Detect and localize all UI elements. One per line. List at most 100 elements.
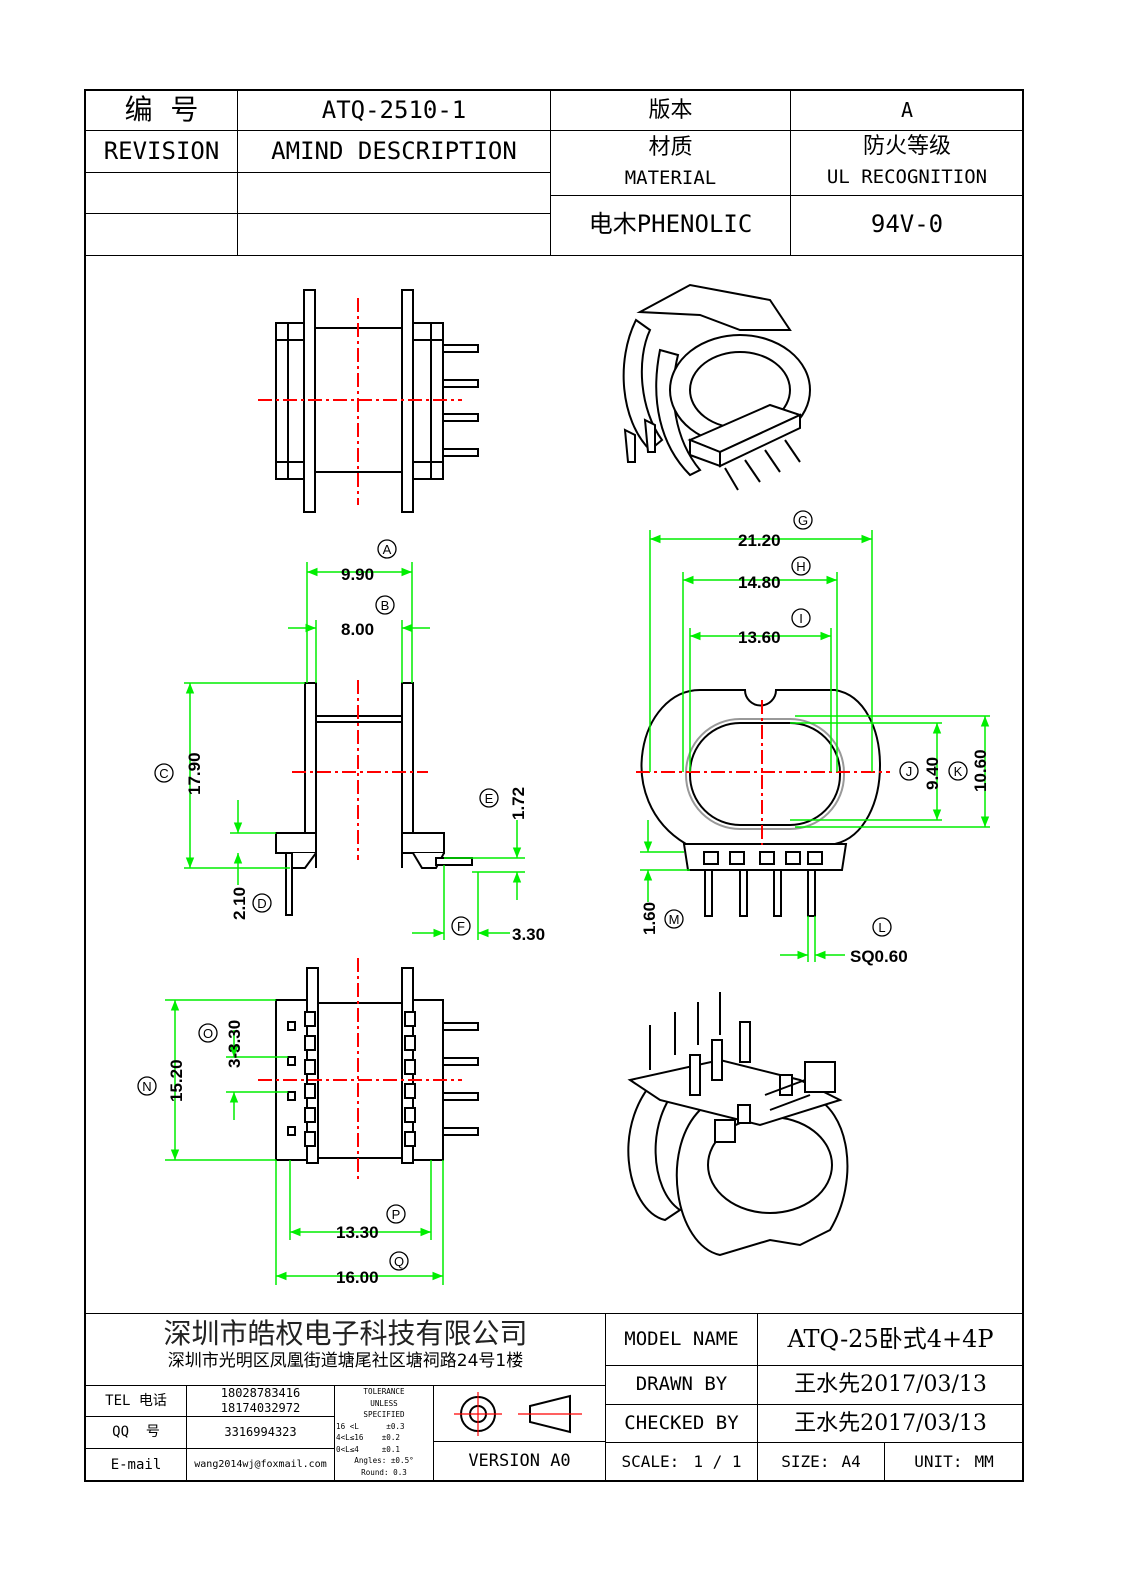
dimension-tags: A B C D E F G H I J K L M N O P Q: [137, 510, 968, 1271]
dim-q-value: 16.00: [336, 1268, 379, 1287]
drawn-by-label: DRAWN BY: [635, 1373, 728, 1396]
dim-c-value: 17.90: [185, 752, 204, 795]
tag-e: E: [479, 788, 499, 808]
version-label-footer: VERSION A0: [468, 1451, 571, 1472]
isometric-view-bottom: [627, 992, 849, 1257]
centerlines-view5: [258, 958, 462, 1180]
tel-number-1: 18028783416: [220, 1385, 301, 1400]
dim-h-value: 14.80: [738, 573, 781, 592]
projection-symbol-icon: [454, 1392, 582, 1436]
centerlines-view3: [292, 680, 428, 860]
part-number-label: 编 号: [124, 93, 199, 127]
svg-text:D: D: [257, 896, 266, 911]
tag-o: O: [198, 1023, 218, 1043]
dim-e-value: 1.72: [509, 787, 528, 820]
svg-text:O: O: [203, 1026, 213, 1041]
dimension-labels: 9.90 8.00 17.90 2.10 1.72 3.30 21.20 14.…: [167, 531, 990, 1287]
dim-p-value: 13.30: [336, 1223, 379, 1242]
model-name-value: ATQ-25卧式4+4P: [787, 1325, 994, 1354]
dim-o-value: 3-3.30: [225, 1020, 244, 1068]
tag-c: C: [154, 763, 174, 783]
fire-rating-label-cn: 防火等级: [862, 134, 951, 160]
svg-text:A: A: [383, 542, 392, 557]
svg-text:P: P: [392, 1207, 401, 1222]
version-value: A: [900, 98, 914, 122]
size-field: SIZE:A4: [781, 1451, 861, 1471]
tag-j: J: [899, 761, 919, 781]
revision-label: REVISION: [103, 136, 220, 165]
dim-n-value: 15.20: [167, 1059, 186, 1102]
tag-i: I: [791, 608, 811, 628]
dim-l-value: SQ0.60: [850, 947, 908, 966]
dim-k-value: 10.60: [971, 749, 990, 792]
tag-a: A: [377, 539, 397, 559]
tag-b: B: [375, 595, 395, 615]
dim-g-value: 21.20: [738, 531, 781, 550]
material-label-en: MATERIAL: [624, 167, 717, 190]
tolerance-block: TOLERANCE UNLESS SPECIFIED 16 <L ±0.3 4<…: [336, 1387, 414, 1477]
centerlines-view4: [636, 700, 890, 845]
svg-text:G: G: [798, 513, 808, 528]
tag-h: H: [791, 556, 811, 576]
pin-group-top: [442, 344, 479, 457]
amind-description-label: AMIND DESCRIPTION: [271, 136, 517, 165]
svg-text:Q: Q: [394, 1254, 404, 1269]
svg-text:M: M: [669, 912, 680, 927]
tag-k: K: [948, 761, 968, 781]
email-label: E-mail: [110, 1456, 162, 1473]
dim-b-value: 8.00: [341, 620, 374, 639]
checked-by-label: CHECKED BY: [624, 1411, 739, 1434]
svg-text:K: K: [954, 764, 963, 779]
svg-text:I: I: [799, 611, 803, 626]
tag-g: G: [793, 510, 813, 530]
svg-text:C: C: [159, 766, 168, 781]
tag-l: L: [872, 917, 892, 937]
material-label-cn: 材质: [648, 135, 693, 161]
unit-field: UNIT:MM: [914, 1451, 994, 1471]
svg-text:E: E: [485, 791, 494, 806]
company-address: 深圳市光明区凤凰街道塘尾社区塘祠路24号1楼: [167, 1351, 524, 1372]
scale-field: SCALE:1 / 1: [621, 1451, 742, 1471]
model-name-label: MODEL NAME: [624, 1328, 739, 1351]
svg-text:H: H: [796, 559, 805, 574]
dim-m-value: 1.60: [640, 902, 659, 935]
fire-rating-value: 94V-0: [870, 210, 944, 239]
svg-text:F: F: [457, 919, 465, 934]
tag-q: Q: [389, 1251, 409, 1271]
svg-text:B: B: [381, 598, 390, 613]
tel-label: TEL 电话: [105, 1392, 167, 1409]
dim-j-value: 9.40: [923, 757, 942, 790]
drawing-sheet: [84, 89, 1024, 1482]
tag-p: P: [386, 1204, 406, 1224]
company-name: 深圳市皓权电子科技有限公司: [163, 1316, 528, 1350]
part-number: ATQ-2510-1: [321, 95, 467, 124]
tag-f: F: [451, 916, 471, 936]
tag-d: D: [252, 893, 272, 913]
checked-by-value: 王水先2017/03/13: [794, 1410, 987, 1436]
svg-text:N: N: [142, 1079, 151, 1094]
svg-text:J: J: [906, 764, 913, 779]
svg-text:L: L: [878, 920, 885, 935]
qq-label: QQ 号: [112, 1424, 160, 1441]
dim-a-value: 9.90: [341, 565, 374, 584]
bottom-view-left: [275, 967, 479, 1164]
fire-rating-label-en: UL RECOGNITION: [826, 166, 988, 189]
tel-number-2: 18174032972: [220, 1400, 301, 1415]
email-address: wang2014wj@foxmail.com: [194, 1459, 327, 1471]
terminal-slots: [304, 1011, 416, 1147]
dim-f-value: 3.30: [512, 925, 545, 944]
qq-number: 3316994323: [224, 1424, 297, 1439]
material-value: 电木PHENOLIC: [588, 210, 753, 239]
tag-n: N: [137, 1076, 157, 1096]
version-label: 版本: [648, 97, 693, 123]
dim-i-value: 13.60: [738, 628, 781, 647]
dim-d-value: 2.10: [230, 887, 249, 920]
end-view-right: [640, 689, 881, 917]
front-view-left: [275, 682, 473, 916]
tag-m: M: [664, 909, 684, 929]
drawn-by-value: 王水先2017/03/13: [794, 1372, 987, 1398]
dimension-lines: [165, 530, 990, 1285]
isometric-view-top: [622, 283, 811, 491]
centerlines-view1: [258, 298, 462, 505]
